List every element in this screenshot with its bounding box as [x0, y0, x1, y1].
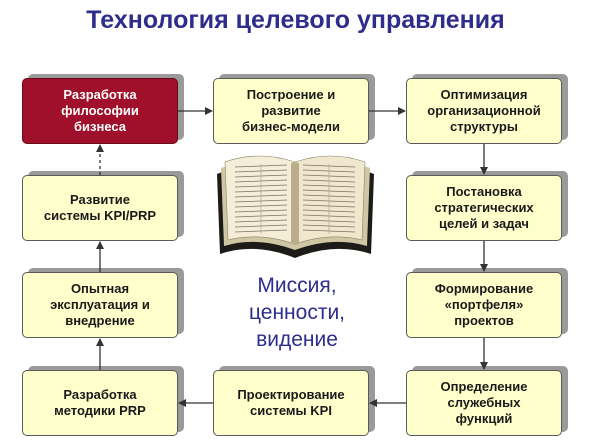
box-pilot-implementation: Опытная эксплуатация и внедрение [22, 272, 178, 338]
box-kpi-design: Проектирование системы KPI [213, 370, 369, 436]
box-org-structure: Оптимизация организационной структуры [406, 78, 562, 144]
open-book-icon [217, 155, 374, 258]
box-strategic-goals: Постановка стратегических целей и задач [406, 175, 562, 241]
page-title: Технология целевого управления [86, 6, 505, 34]
box-project-portfolio: Формирование «портфеля» проектов [406, 272, 562, 338]
box-business-model: Построение и развитие бизнес-модели [213, 78, 369, 144]
box-kpi-prp-system: Развитие системы KPI/PRP [22, 175, 178, 241]
box-service-functions: Определение служебных функций [406, 370, 562, 436]
mission-values-vision-text: Миссия, ценности, видение [248, 274, 346, 351]
box-prp-methodology: Разработка методики PRP [22, 370, 178, 436]
box-business-philosophy: Разработка философии бизнеса [22, 78, 178, 144]
